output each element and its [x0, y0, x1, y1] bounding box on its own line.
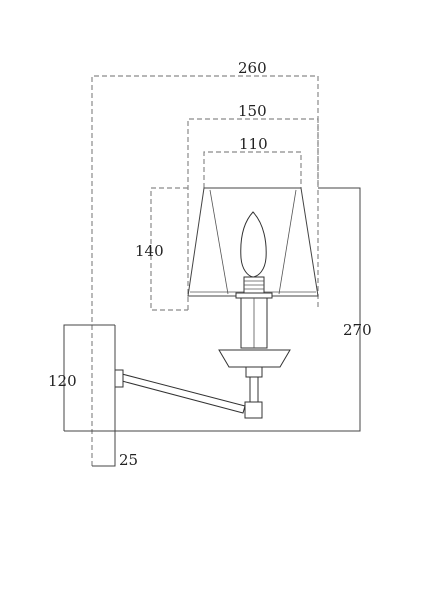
shade-height-label: 140 [135, 242, 164, 260]
arm-wall-bracket [114, 369, 124, 388]
shade-outer-dimension: 150 [187, 102, 319, 310]
stem-cup [218, 349, 291, 368]
shade-inner-label: 110 [239, 135, 268, 153]
shade-height-frame [150, 187, 188, 311]
stem-lower-rod [249, 376, 259, 403]
socket-base [235, 292, 273, 299]
arm-bar [121, 373, 246, 414]
shade-outer-label: 150 [238, 102, 267, 120]
projection-label: 270 [343, 321, 372, 339]
stem-joint [245, 366, 263, 378]
lamp-stem [218, 297, 291, 403]
shade-inner-line-left [209, 189, 229, 295]
overall-width-dimension: 260 [91, 59, 319, 466]
candle-bulb [235, 211, 273, 299]
shade-outline [187, 187, 319, 297]
shade-inner-dimension: 110 [203, 135, 302, 188]
arm-end-block [244, 401, 263, 419]
projection-dimension: 270 [64, 187, 372, 432]
shade-height-dimension: 140 [135, 187, 188, 311]
backplate-height-label: 120 [48, 372, 77, 390]
backplate-height-frame [63, 324, 115, 431]
backplate-depth-label: 25 [119, 451, 138, 469]
shade-inner-frame [203, 151, 302, 188]
swing-arm [114, 369, 263, 419]
bulb-glass [240, 211, 267, 278]
projection-frame [64, 187, 361, 432]
overall-width-label: 260 [238, 59, 267, 77]
overall-width-frame [91, 75, 319, 466]
backplate-height-dimension: 120 [48, 324, 115, 431]
shade-outer-frame [187, 118, 319, 310]
shade-inner-line-right [278, 189, 297, 295]
backplate-depth-frame [92, 325, 116, 467]
